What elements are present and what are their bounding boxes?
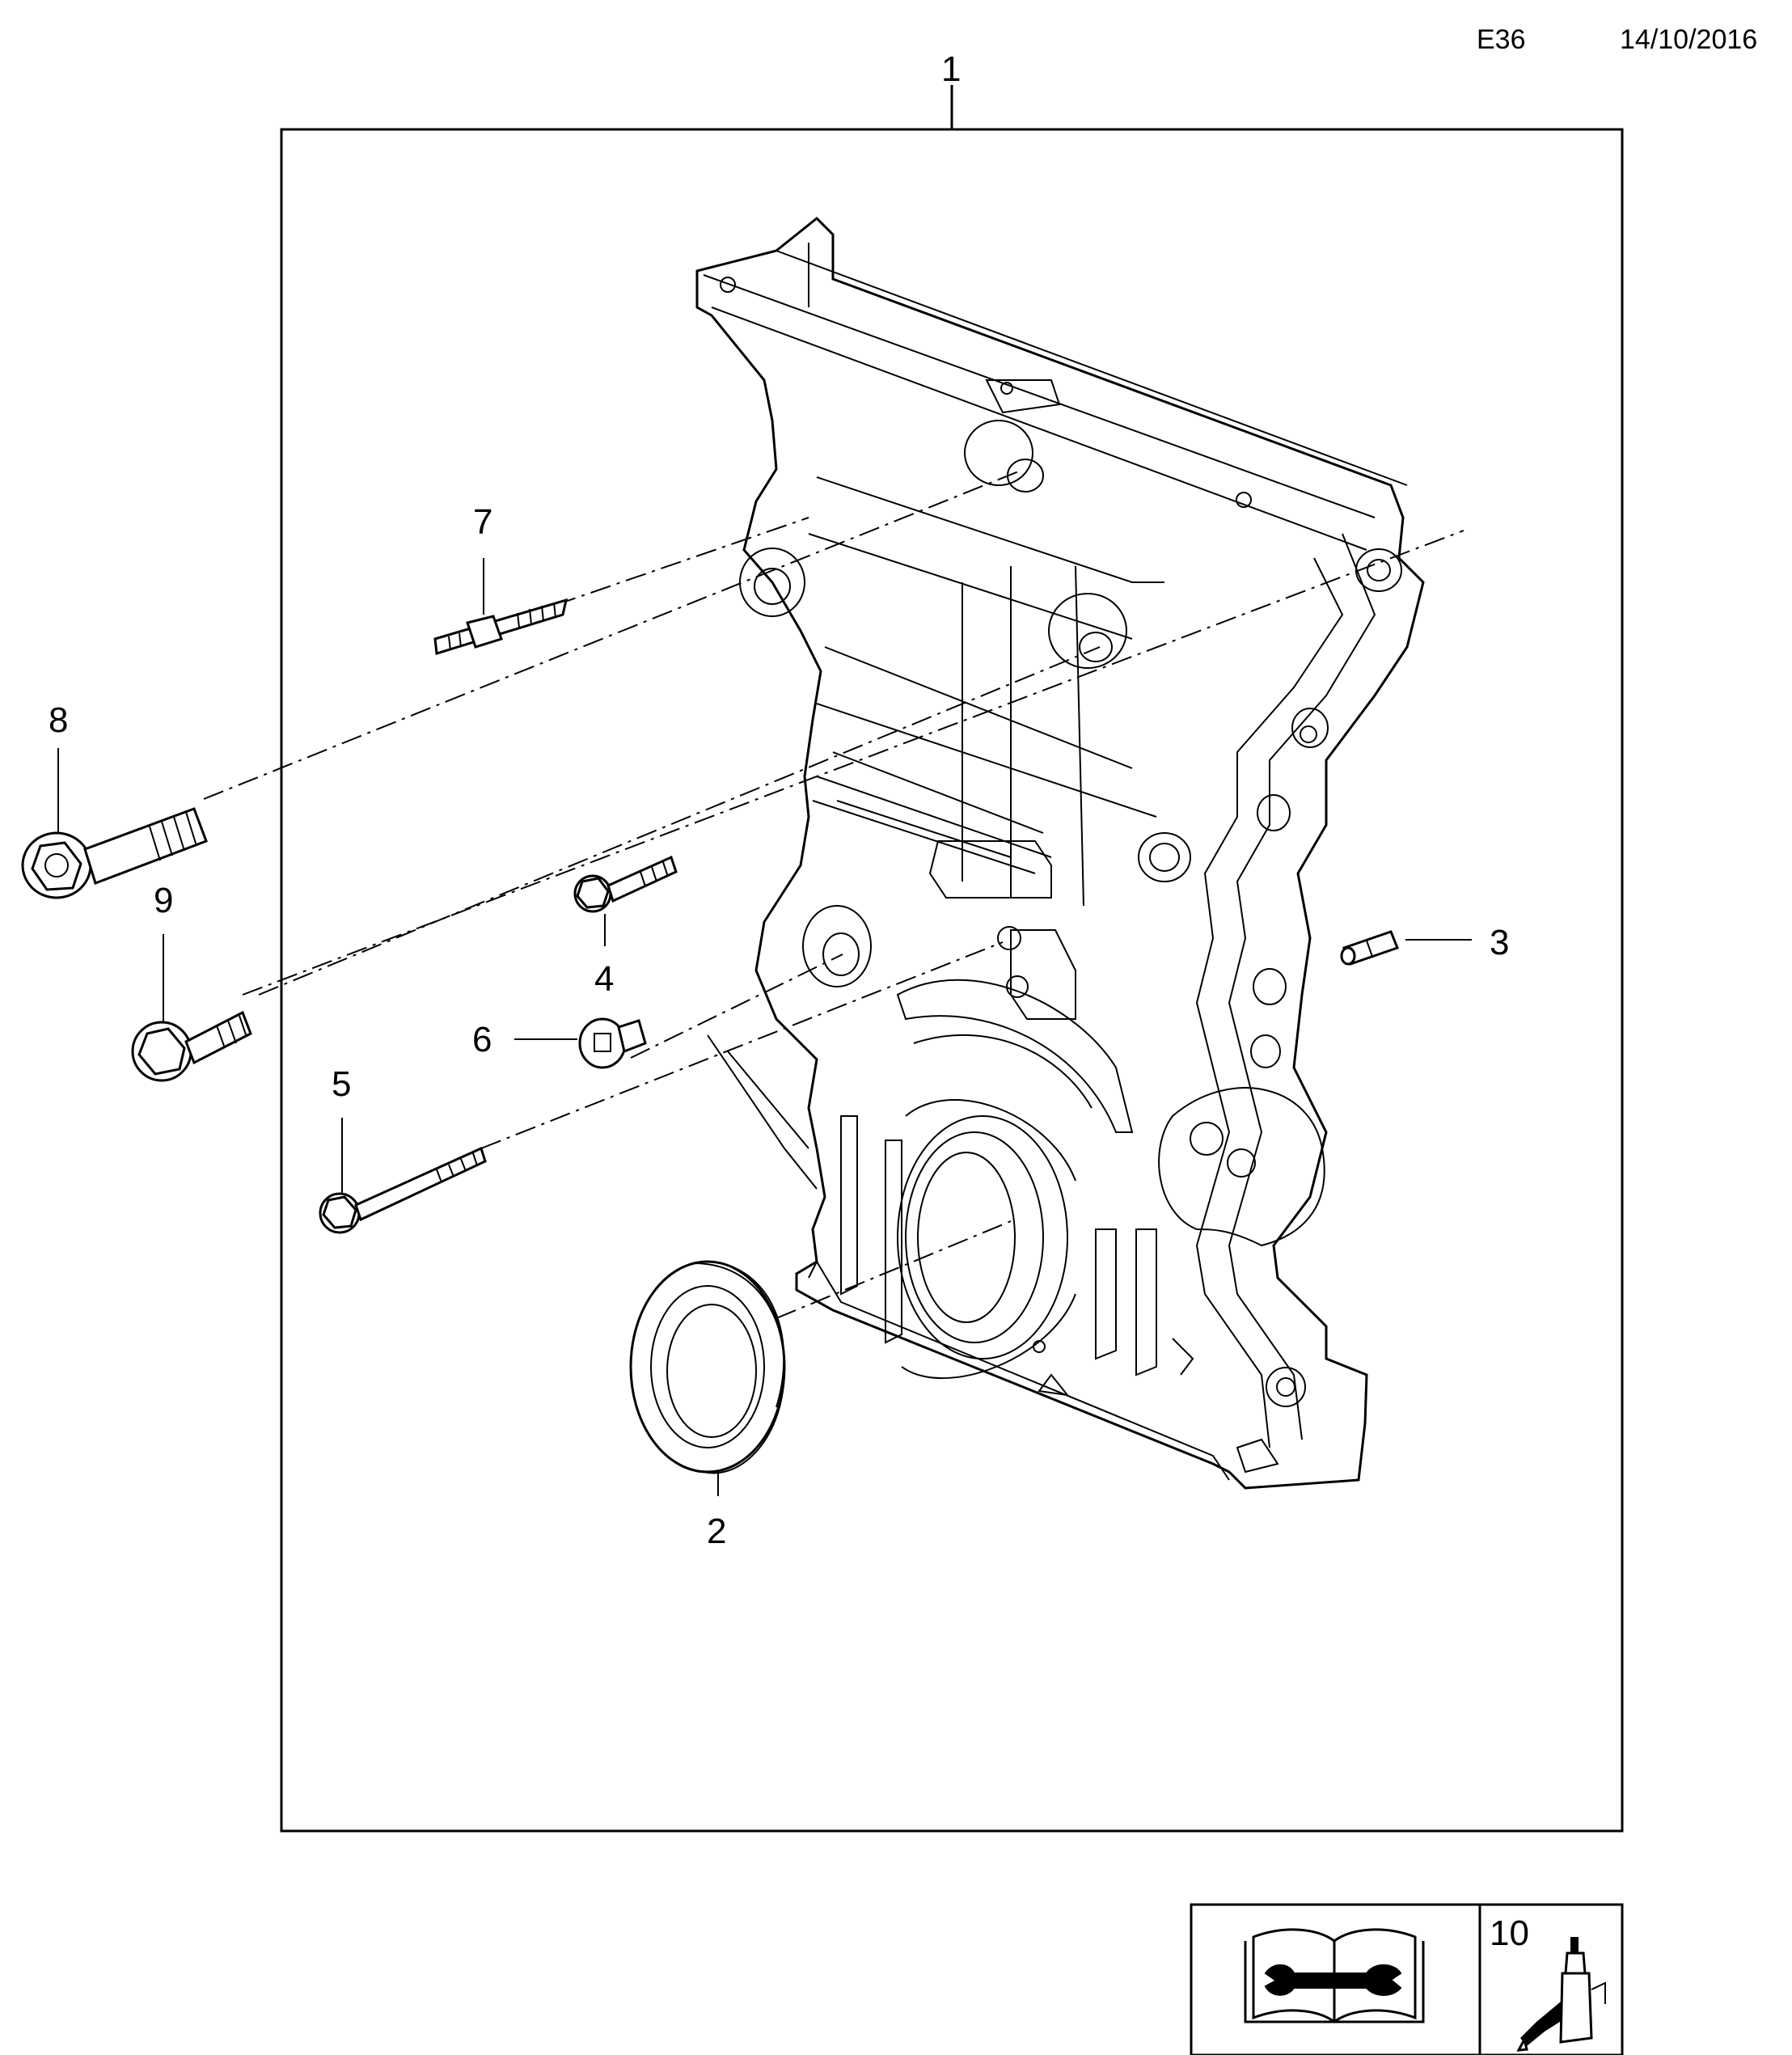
callout-9[interactable]: 9 — [154, 881, 173, 920]
bolt-4[interactable] — [573, 855, 678, 913]
timing-chain-cover[interactable] — [695, 216, 1425, 1490]
callout-1[interactable]: 1 — [941, 49, 961, 89]
callout-10[interactable]: 10 — [1490, 1913, 1529, 1953]
legend-box — [1190, 1903, 1624, 2055]
flange-bolt-9[interactable] — [131, 1010, 252, 1082]
callout-2[interactable]: 2 — [707, 1512, 726, 1551]
diagram-code: E36 — [1477, 24, 1526, 55]
long-bolt-5[interactable] — [319, 1146, 487, 1234]
alignment-lines — [203, 470, 1464, 1319]
diagram-date: 14/10/2016 — [1620, 24, 1757, 55]
callout-4[interactable]: 4 — [594, 959, 614, 999]
plug-screw-6[interactable] — [578, 1017, 647, 1069]
sealant-bottle-icon[interactable] — [1516, 1937, 1606, 2052]
callout-5[interactable]: 5 — [332, 1064, 351, 1104]
flange-bolt-8[interactable] — [21, 807, 208, 899]
callout-3[interactable]: 3 — [1490, 923, 1509, 962]
repair-manual-wrench-icon[interactable] — [1244, 1928, 1425, 2023]
callout-7[interactable]: 7 — [473, 502, 492, 542]
callout-6[interactable]: 6 — [472, 1020, 492, 1059]
crankshaft-seal-2[interactable] — [629, 1260, 786, 1474]
stud-bolt-7[interactable] — [433, 598, 568, 655]
callout-8[interactable]: 8 — [49, 700, 68, 740]
dowel-pin-3[interactable] — [1340, 930, 1399, 966]
